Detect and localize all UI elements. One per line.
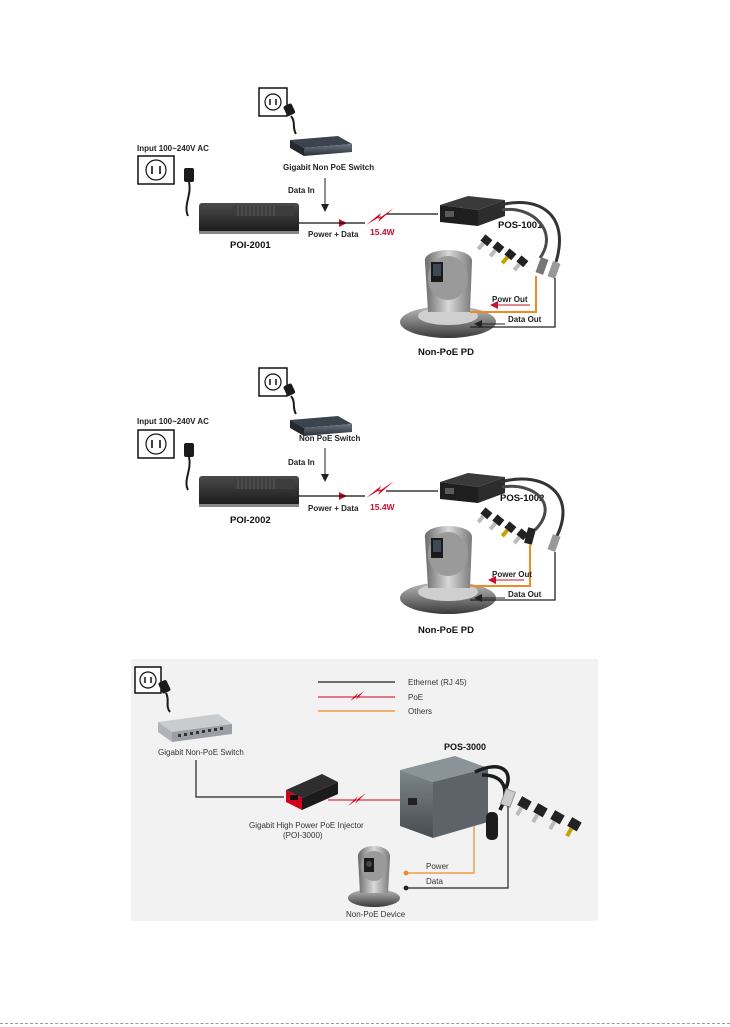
legend-label-ethernet: Ethernet (RJ 45) — [408, 678, 467, 687]
injector-icon — [286, 774, 338, 810]
power-label: Power — [426, 862, 449, 871]
input-label: Input 100~240V AC — [137, 144, 209, 153]
rj45-connector-icon — [524, 527, 561, 552]
switch-icon — [158, 714, 232, 742]
power-dot — [403, 870, 409, 876]
data-out-line — [470, 552, 556, 602]
injector-label-line1: Gigabit High Power PoE Injector — [249, 821, 364, 830]
device-label: Non-PoE Device — [346, 910, 406, 919]
switch-label: Gigabit Non PoE Switch — [283, 163, 374, 172]
injector-label-line2: (POI-3000) — [283, 831, 323, 840]
device-label: Non-PoE PD — [418, 625, 474, 636]
input-label: Input 100~240V AC — [137, 417, 209, 426]
splitter-icon — [440, 473, 505, 503]
legend-label-poe: PoE — [408, 693, 423, 702]
dc-plug-tips — [476, 234, 529, 272]
camera-icon — [400, 250, 496, 338]
power-plug-icon — [283, 103, 297, 135]
rj45-connector-icon — [535, 257, 561, 279]
injector-label: POI-2001 — [230, 240, 271, 251]
power-out-label: Power Out — [492, 570, 532, 579]
power-out-line — [470, 544, 531, 587]
poe-bolt-icon — [366, 208, 394, 225]
power-data-label: Power + Data — [308, 230, 359, 239]
wall-outlet-icon — [258, 87, 288, 117]
wall-outlet-icon — [134, 666, 162, 694]
wall-outlet-icon — [258, 367, 288, 397]
splitter-cables — [474, 765, 510, 811]
switch-label: Gigabit Non-PoE Switch — [158, 748, 244, 757]
data-out-line — [470, 278, 556, 328]
diagram-2: Non PoE Switch Data In Input 100~240V AC — [137, 367, 565, 636]
data-in-label: Data In — [288, 458, 315, 467]
power-plug-icon — [283, 383, 297, 415]
power-plug-icon — [158, 680, 171, 713]
power-plug-icon — [184, 443, 194, 491]
data-in-label: Data In — [288, 186, 315, 195]
switch-icon — [290, 416, 352, 436]
wattage-label: 15.4W — [370, 227, 396, 237]
camera-icon — [348, 846, 400, 907]
data-line — [406, 806, 509, 889]
legend: Ethernet (RJ 45) PoE Others — [318, 678, 467, 716]
power-data-label: Power + Data — [308, 504, 359, 513]
legend-label-others: Others — [408, 707, 432, 716]
wall-outlet-icon — [137, 155, 175, 185]
splitter-icon — [400, 756, 488, 838]
power-plug-icon — [184, 168, 194, 217]
dc-plug-tips — [476, 507, 529, 545]
splitter-label: POS-1001 — [498, 220, 543, 231]
data-out-label: Data Out — [508, 590, 542, 599]
diagram-3: Gigabit Non-PoE Switch Ethernet (RJ 45) … — [131, 659, 598, 921]
switch-icon — [290, 136, 352, 156]
injector-label: POI-2002 — [230, 515, 271, 526]
data-out-label: Data Out — [508, 315, 542, 324]
poe-bolt-icon — [348, 793, 366, 806]
device-label: Non-PoE PD — [418, 347, 474, 358]
power-out-line — [470, 276, 537, 313]
poe-bolt-icon — [350, 691, 364, 701]
wall-outlet-icon — [137, 429, 175, 459]
camera-icon — [400, 526, 496, 614]
ethernet-line — [195, 760, 284, 798]
switch-label: Non PoE Switch — [299, 434, 360, 443]
injector-icon — [199, 476, 299, 507]
power-out-label: Powr Out — [492, 295, 528, 304]
wattage-label: 15.4W — [370, 502, 396, 512]
power-line — [406, 826, 475, 874]
splitter-label: POS-3000 — [444, 742, 486, 752]
rj45-connector-icon — [500, 788, 516, 808]
dc-plug-icon — [486, 812, 498, 840]
data-dot — [403, 885, 409, 891]
diagram-1: Gigabit Non PoE Switch Data In Input 100… — [137, 87, 561, 358]
poe-bolt-icon — [366, 481, 394, 498]
splitter-cables — [499, 477, 565, 539]
dc-plug-tips — [515, 796, 582, 838]
page-bottom-rule — [0, 1023, 730, 1024]
splitter-label: POS-1002 — [500, 493, 544, 504]
splitter-cables — [499, 200, 561, 263]
data-label: Data — [426, 877, 443, 886]
splitter-icon — [440, 196, 505, 226]
injector-icon — [199, 203, 299, 234]
